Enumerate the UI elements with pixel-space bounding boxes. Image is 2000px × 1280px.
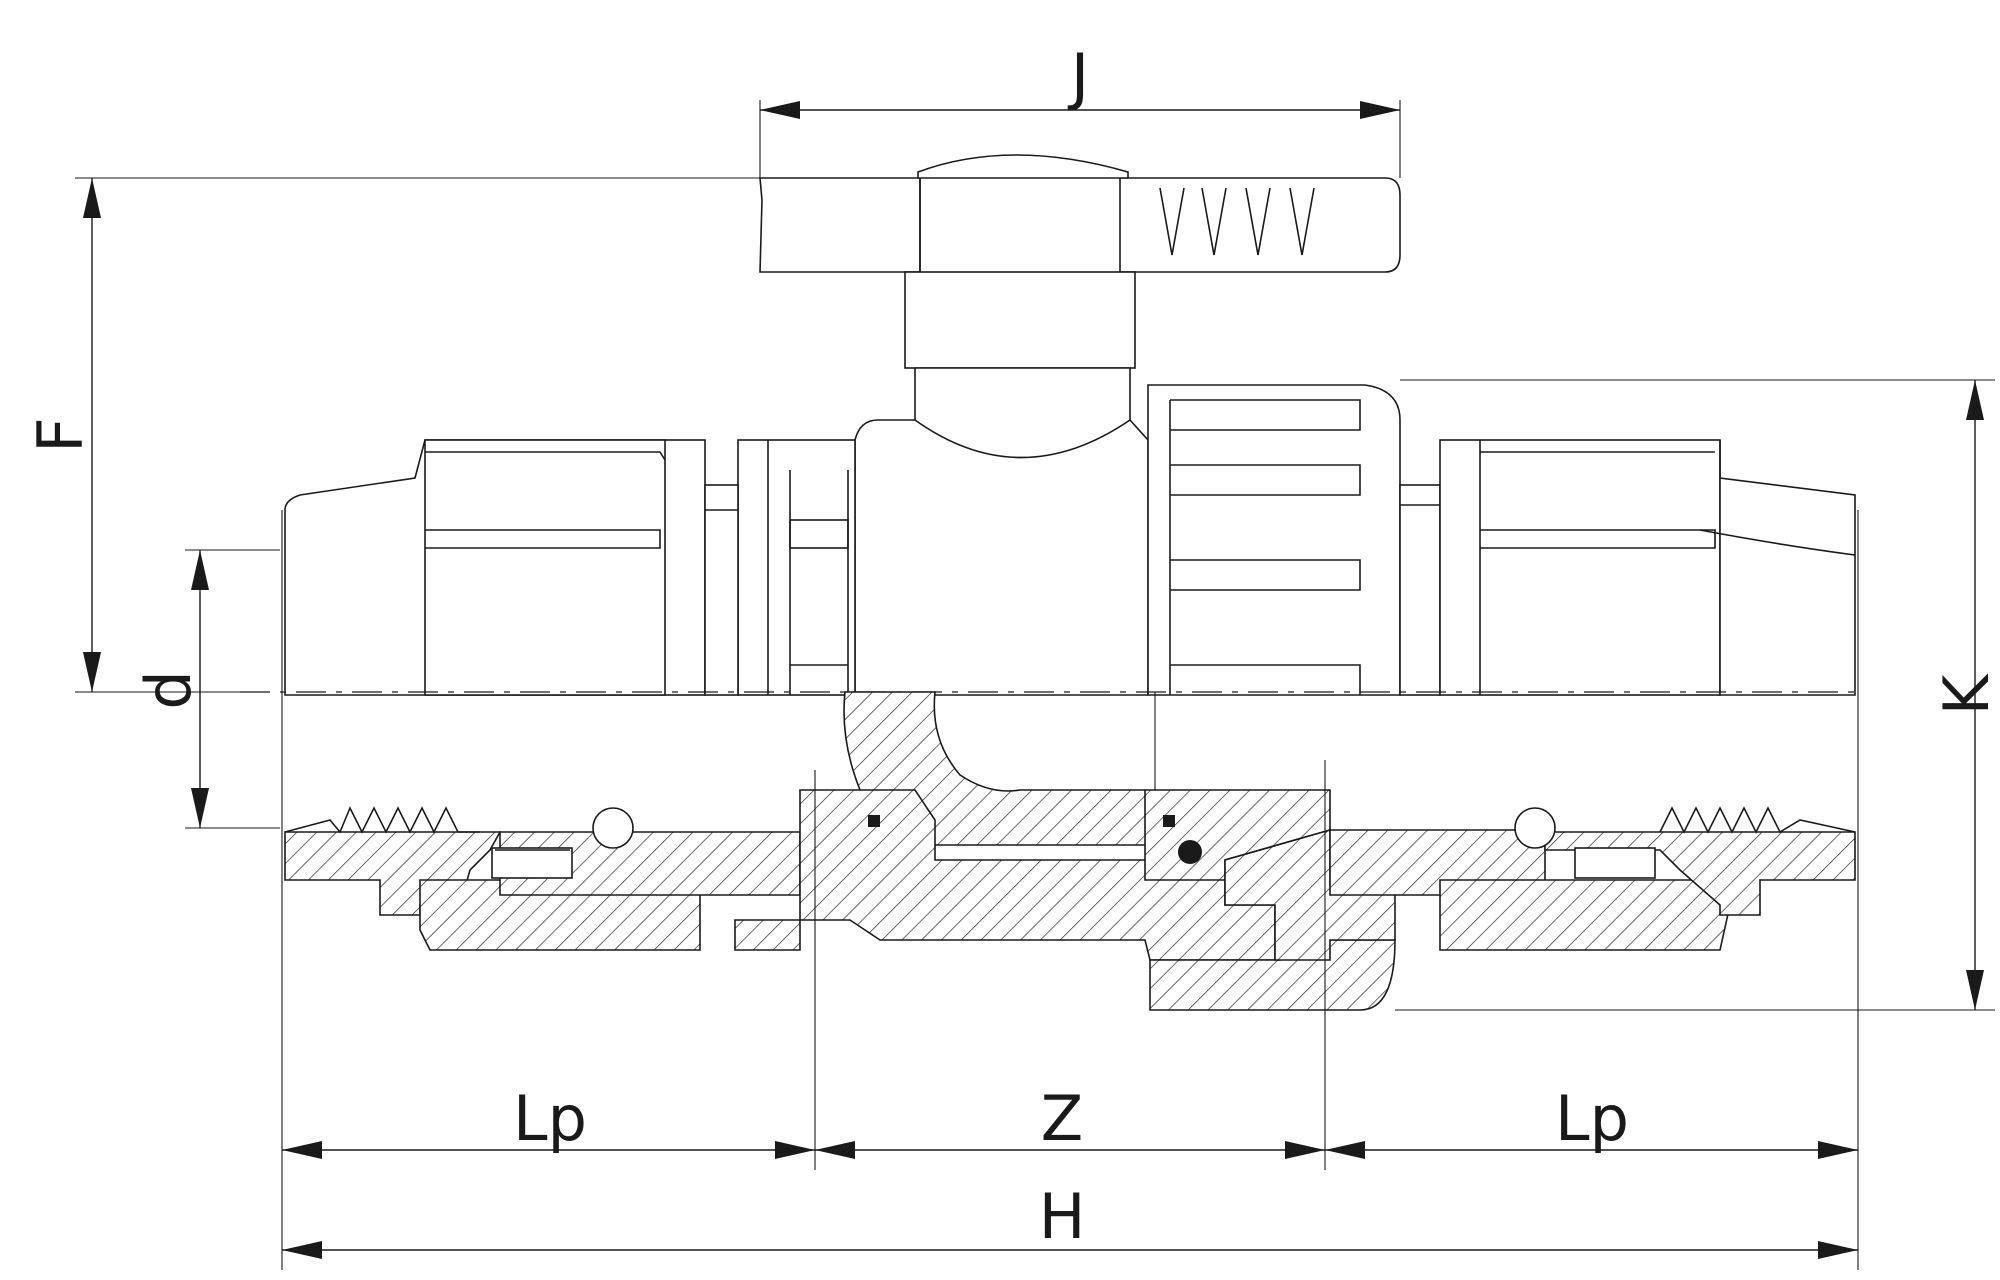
dim-label-d: d: [132, 670, 205, 709]
right-fitting-upper: [1399, 439, 1856, 696]
dim-label-F: F: [24, 417, 97, 453]
dim-label-K: K: [1930, 673, 2000, 715]
dim-label-Lp-right: Lp: [1555, 1082, 1629, 1155]
left-fitting-upper: [284, 439, 739, 696]
valve-body-upper: [737, 367, 1401, 696]
dim-label-J: J: [1067, 40, 1089, 113]
dim-label-Z: Z: [1041, 1082, 1083, 1155]
handle: [759, 154, 1401, 369]
dimensions: J F d K Lp Z: [24, 40, 2000, 1270]
section-lower: [284, 691, 1856, 1011]
dim-label-Lp-left: Lp: [513, 1082, 587, 1155]
dim-label-H: H: [1039, 1180, 1086, 1253]
o-ring: [1178, 840, 1202, 864]
